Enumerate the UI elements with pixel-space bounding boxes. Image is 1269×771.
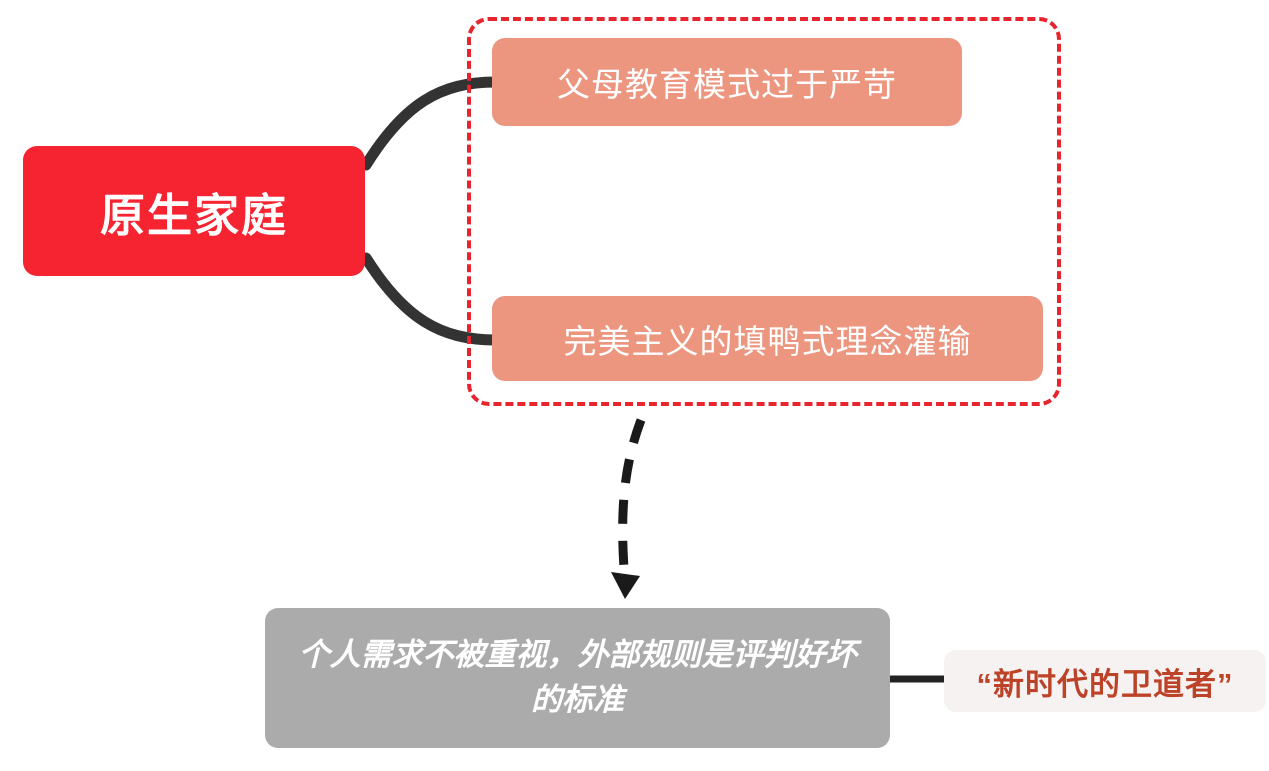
root-node-label: 原生家庭 bbox=[99, 189, 288, 241]
root-node-yuanshengjiating[interactable]: 原生家庭 bbox=[23, 146, 365, 276]
outcome-node-needs-ignored[interactable]: 个人需求不被重视，外部规则是评判好坏的标准 bbox=[265, 608, 890, 748]
connector-group-to-outcome bbox=[618, 418, 646, 583]
child-node-1-label: 父母教育模式过于严苛 bbox=[557, 66, 897, 103]
child-node-perfectionism-indoctrination[interactable]: 完美主义的填鸭式理念灌输 bbox=[492, 296, 1043, 381]
outcome-node-label: 个人需求不被重视，外部规则是评判好坏的标准 bbox=[298, 637, 857, 717]
annotation-chip-moral-guardian[interactable]: “新时代的卫道者” bbox=[944, 650, 1266, 712]
child-node-parenting-strict[interactable]: 父母教育模式过于严苛 bbox=[492, 38, 962, 126]
annotation-chip-label: “新时代的卫道者” bbox=[976, 666, 1234, 702]
child-node-2-label: 完美主义的填鸭式理念灌输 bbox=[563, 322, 972, 360]
arrowhead-icon bbox=[611, 572, 640, 599]
dashed-group-container bbox=[467, 17, 1061, 406]
